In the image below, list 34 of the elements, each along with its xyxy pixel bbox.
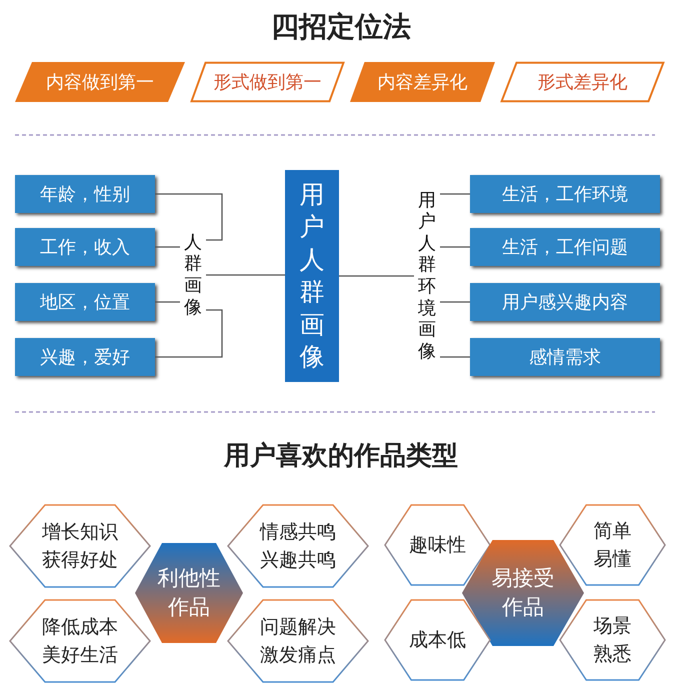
category-box: 年龄，性别 [15,175,155,213]
connector-line [440,356,470,358]
category-box: 生活，工作环境 [470,175,660,213]
connector-line [155,193,223,241]
category-box: 兴趣，爱好 [15,338,155,376]
connector-line [206,274,285,276]
parallelogram-tag: 形式差异化 [500,62,665,102]
center-box: 用户人群画像 [285,170,339,382]
connector-line [440,246,470,248]
category-box: 用户感兴趣内容 [470,283,660,321]
hexagon: 降低成本美好生活 [10,600,150,682]
category-box: 感情需求 [470,338,660,376]
hexagon: 场景熟悉 [560,600,665,680]
category-box: 生活，工作问题 [470,228,660,266]
hexagon: 成本低 [385,600,490,680]
category-box: 工作，收入 [15,228,155,266]
connector-line [155,309,223,358]
hexagon: 增长知识获得好处 [10,505,150,587]
connector-line [440,301,470,303]
parallelogram-tag: 内容做到第一 [15,62,185,102]
section-heading: 用户喜欢的作品类型 [222,440,459,473]
hexagon: 问题解决激发痛点 [228,600,368,682]
hexagon: 利他性作品 [135,543,243,643]
connector-line [155,246,180,248]
parallelogram-tag: 内容差异化 [350,62,495,102]
hexagon: 简单易懂 [560,505,665,585]
hexagon: 情感共鸣兴趣共鸣 [228,505,368,587]
connector-line [440,193,470,195]
connector-line [339,275,414,277]
connector-line [155,301,180,303]
parallelogram-tag: 形式做到第一 [190,62,345,102]
title: 四招定位法 [270,9,412,45]
category-box: 地区，位置 [15,283,155,321]
hexagon: 趣味性 [385,505,490,585]
